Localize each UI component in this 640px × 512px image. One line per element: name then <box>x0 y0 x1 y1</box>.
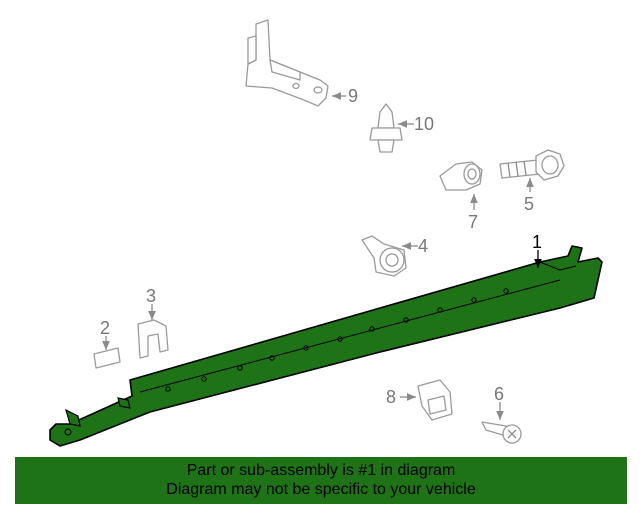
callout-4[interactable]: 4 <box>418 236 428 256</box>
molding-body[interactable] <box>49 245 603 447</box>
tape-part-2[interactable] <box>93 347 121 369</box>
callout-9[interactable]: 9 <box>348 86 358 106</box>
screw-part-6[interactable] <box>481 421 522 444</box>
callout-5[interactable]: 5 <box>524 194 534 214</box>
parts-diagram: 9 10 7 5 4 3 2 <box>49 19 603 447</box>
nut-part-4[interactable] <box>361 235 407 277</box>
banner-line-2: Diagram may not be specific to your vehi… <box>166 481 476 498</box>
info-banner: Part or sub-assembly is #1 in diagram Di… <box>15 457 627 504</box>
callout-2[interactable]: 2 <box>100 318 110 338</box>
callout-6[interactable]: 6 <box>494 384 504 404</box>
bolt-part-5[interactable] <box>499 149 565 181</box>
callout-8[interactable]: 8 <box>386 387 396 407</box>
retainer-part-7[interactable] <box>439 161 483 191</box>
callout-1[interactable]: 1 <box>532 232 542 252</box>
callout-3[interactable]: 3 <box>146 286 156 306</box>
grommet-part-8[interactable] <box>417 379 453 421</box>
banner-line-1: Part or sub-assembly is #1 in diagram <box>186 462 456 479</box>
bracket-part-9[interactable] <box>245 19 329 107</box>
clip-part-3[interactable] <box>137 319 169 359</box>
push-clip-part-10[interactable] <box>369 103 403 153</box>
callout-7[interactable]: 7 <box>468 212 478 232</box>
callout-10[interactable]: 10 <box>414 114 434 134</box>
rocker-molding-part-1[interactable] <box>49 245 603 447</box>
